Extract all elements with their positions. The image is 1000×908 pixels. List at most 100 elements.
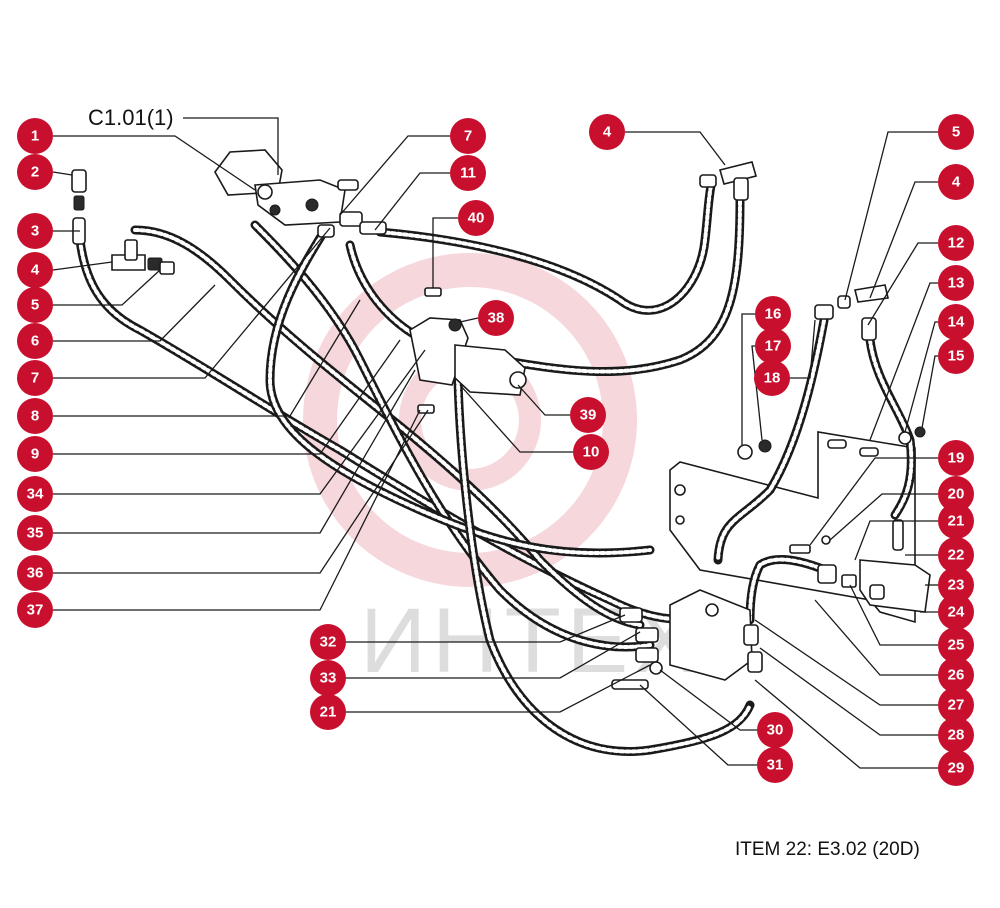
callout-2: 2 xyxy=(17,154,53,190)
top-fittings xyxy=(317,161,757,238)
callout-35: 35 xyxy=(17,515,53,551)
callout-40: 40 xyxy=(458,200,494,236)
svg-text:18: 18 xyxy=(764,370,781,387)
left-fittings xyxy=(71,169,175,275)
callout-36: 36 xyxy=(17,555,53,591)
callout-26: 26 xyxy=(938,657,974,693)
callout-39: 39 xyxy=(570,397,606,433)
svg-text:34: 34 xyxy=(27,486,44,503)
callout-4-top: 4 xyxy=(589,114,625,150)
leader-lines xyxy=(52,117,938,769)
svg-text:38: 38 xyxy=(488,310,505,327)
callout-24: 24 xyxy=(938,594,974,630)
svg-text:23: 23 xyxy=(948,577,965,594)
svg-text:16: 16 xyxy=(765,306,782,323)
svg-text:22: 22 xyxy=(948,547,965,564)
callout-11: 11 xyxy=(450,155,486,191)
svg-text:4: 4 xyxy=(603,124,612,141)
svg-text:37: 37 xyxy=(27,602,44,619)
svg-text:13: 13 xyxy=(948,275,965,292)
callout-16: 16 xyxy=(755,296,791,332)
callout-4-right: 4 xyxy=(938,164,974,200)
callout-17: 17 xyxy=(755,328,791,364)
callout-14: 14 xyxy=(938,304,974,340)
svg-text:25: 25 xyxy=(948,637,965,654)
callout-31: 31 xyxy=(757,747,793,783)
callout-7-top: 7 xyxy=(450,118,486,154)
callout-15: 15 xyxy=(938,338,974,374)
callout-38: 38 xyxy=(478,300,514,336)
callouts: 1 2 3 4 5 6 7 8 9 34 35 36 37 7 11 40 38… xyxy=(17,114,974,786)
callout-18: 18 xyxy=(754,360,790,396)
svg-text:11: 11 xyxy=(460,165,476,182)
callout-20: 20 xyxy=(938,476,974,512)
callout-34: 34 xyxy=(17,476,53,512)
callout-23: 23 xyxy=(938,567,974,603)
svg-text:15: 15 xyxy=(948,348,965,365)
svg-text:9: 9 xyxy=(31,446,39,463)
svg-text:32: 32 xyxy=(320,634,337,651)
svg-text:36: 36 xyxy=(27,565,44,582)
callout-30: 30 xyxy=(757,712,793,748)
svg-text:19: 19 xyxy=(948,450,965,467)
svg-text:26: 26 xyxy=(948,667,965,684)
callout-3: 3 xyxy=(17,213,53,249)
pump-motor xyxy=(409,287,527,414)
svg-text:21: 21 xyxy=(320,704,337,721)
svg-text:39: 39 xyxy=(580,407,597,424)
callout-19: 19 xyxy=(938,440,974,476)
svg-text:5: 5 xyxy=(31,297,39,314)
callout-21-bottom: 21 xyxy=(310,694,346,730)
svg-text:2: 2 xyxy=(31,164,39,181)
svg-text:1: 1 xyxy=(31,128,39,145)
callout-7-left: 7 xyxy=(17,360,53,396)
svg-text:4: 4 xyxy=(952,174,961,191)
callout-29: 29 xyxy=(938,750,974,786)
item-label: ITEM 22: E3.02 (20D) xyxy=(735,839,920,860)
callout-9: 9 xyxy=(17,436,53,472)
callout-13: 13 xyxy=(938,265,974,301)
control-valve xyxy=(214,149,359,226)
svg-text:29: 29 xyxy=(948,760,965,777)
callout-4-left: 4 xyxy=(17,252,53,288)
distribution-block xyxy=(611,589,763,690)
callout-25: 25 xyxy=(938,627,974,663)
callout-21-right: 21 xyxy=(938,503,974,539)
svg-text:28: 28 xyxy=(948,727,965,744)
svg-text:20: 20 xyxy=(948,486,965,503)
svg-text:24: 24 xyxy=(948,604,965,621)
svg-text:30: 30 xyxy=(767,722,784,739)
svg-text:33: 33 xyxy=(320,670,337,687)
callout-32: 32 xyxy=(310,624,346,660)
svg-text:7: 7 xyxy=(464,128,472,145)
svg-text:7: 7 xyxy=(31,370,39,387)
callout-37: 37 xyxy=(17,592,53,628)
callout-1: 1 xyxy=(17,118,53,154)
callout-8: 8 xyxy=(17,398,53,434)
svg-text:3: 3 xyxy=(31,223,39,240)
svg-text:10: 10 xyxy=(583,444,600,461)
svg-text:31: 31 xyxy=(767,757,784,774)
svg-text:6: 6 xyxy=(31,333,39,350)
svg-text:5: 5 xyxy=(952,124,960,141)
callout-22: 22 xyxy=(938,537,974,573)
svg-text:40: 40 xyxy=(468,210,485,227)
svg-text:27: 27 xyxy=(948,697,965,714)
svg-text:4: 4 xyxy=(31,262,40,279)
svg-text:21: 21 xyxy=(948,513,965,530)
svg-text:12: 12 xyxy=(948,235,965,252)
callout-10: 10 xyxy=(573,434,609,470)
callout-5-left: 5 xyxy=(17,287,53,323)
svg-text:17: 17 xyxy=(765,338,782,355)
callout-12: 12 xyxy=(938,225,974,261)
callout-27: 27 xyxy=(938,687,974,723)
svg-text:8: 8 xyxy=(31,408,39,425)
callout-28: 28 xyxy=(938,717,974,753)
callout-33: 33 xyxy=(310,660,346,696)
svg-text:14: 14 xyxy=(948,314,965,331)
reference-label: C1.01(1) xyxy=(88,105,174,130)
callout-6: 6 xyxy=(17,323,53,359)
svg-text:35: 35 xyxy=(27,525,44,542)
callout-5-right: 5 xyxy=(938,114,974,150)
